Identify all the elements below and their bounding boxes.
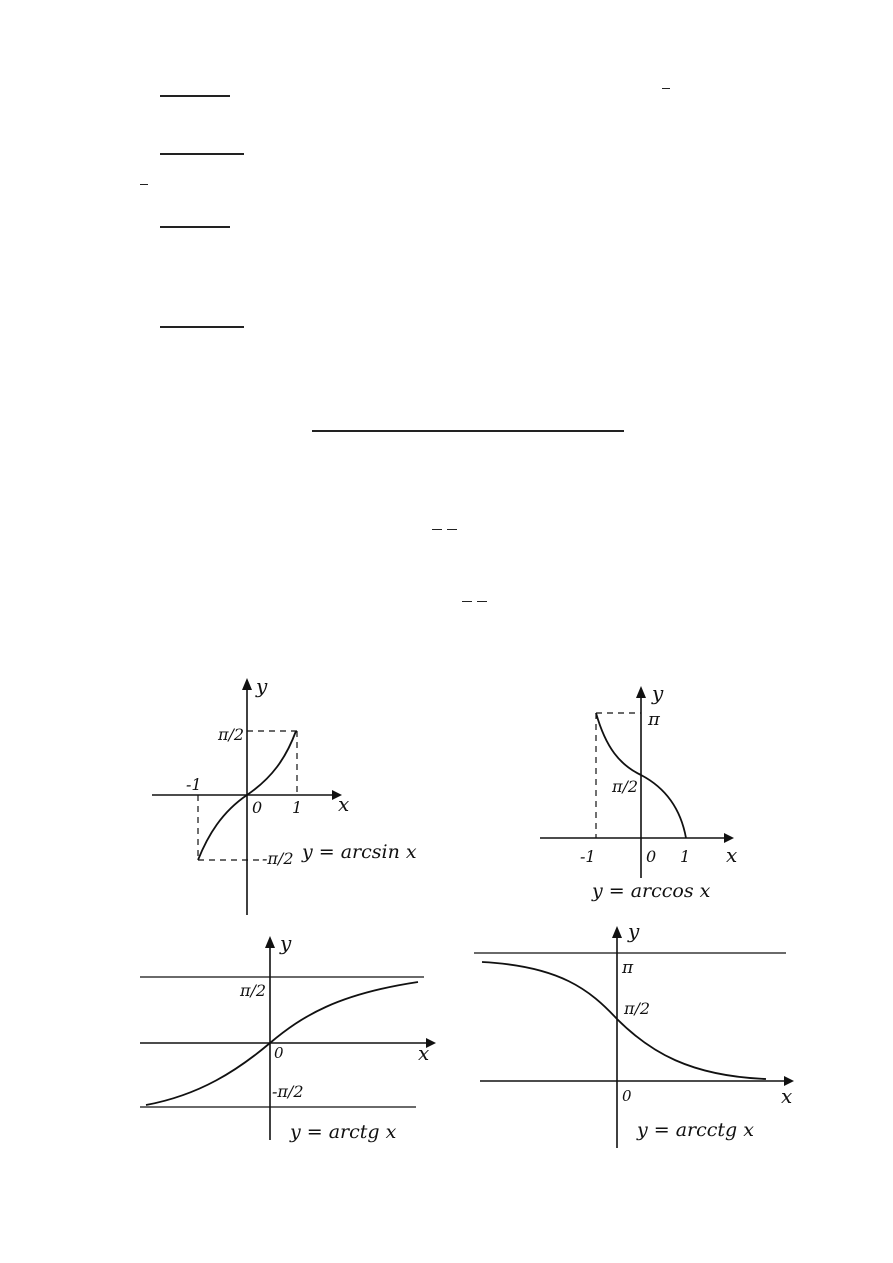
underline-4 [160, 326, 244, 328]
arcctg-caption: y = arcctg x [636, 1119, 754, 1141]
underline-1 [160, 95, 230, 97]
arcsin-x-arrow-icon [332, 790, 342, 800]
arctg-caption: y = arctg x [289, 1121, 397, 1143]
arccos-x-label: x [726, 843, 737, 867]
arccos-right-tick: 1 [680, 847, 690, 866]
arccos-mid-label: π/2 [611, 777, 638, 796]
arctg-x-arrow-icon [426, 1038, 436, 1048]
arcctg-x-label: x [781, 1084, 792, 1108]
arccos-left-tick: -1 [580, 847, 596, 866]
arccos-y-label: y [651, 681, 664, 705]
arctg-origin: 0 [274, 1044, 284, 1062]
arccos-caption: y = arccos x [591, 880, 711, 902]
arcsin-bottom-label: -π/2 [262, 849, 294, 868]
underline-3 [160, 226, 230, 228]
fraction-bar-6 [477, 601, 487, 602]
arcsin-curve [197, 730, 297, 861]
arcsin-caption: y = arcsin x [301, 841, 417, 863]
arccos-top-label: π [647, 709, 661, 730]
arcctg-curve [481, 961, 767, 1080]
arctg-curve [145, 981, 419, 1106]
arcsin-left-tick: -1 [186, 775, 202, 794]
fraction-bar-4 [447, 529, 457, 530]
arcsin-y-label: y [255, 674, 268, 698]
arctg-x-label: x [418, 1041, 429, 1065]
arctg-bottom-label: -π/2 [272, 1082, 304, 1101]
arccos-x-arrow-icon [724, 833, 734, 843]
arcctg-x-arrow-icon [784, 1076, 794, 1086]
arcsin-origin: 0 [252, 798, 262, 817]
arcctg-y-arrow-icon [612, 926, 622, 938]
arcctg-y-label: y [627, 919, 640, 943]
fraction-bar-2 [140, 184, 148, 185]
arcsin-right-tick: 1 [292, 798, 302, 817]
arcsin-top-label: π/2 [217, 725, 244, 744]
fraction-bar-1 [662, 88, 670, 89]
arcctg-origin: 0 [622, 1087, 632, 1105]
arcsin-x-label: x [338, 792, 349, 816]
arcctg-top-label: π [621, 958, 634, 978]
arctg-top-label: π/2 [239, 981, 266, 1000]
fraction-bar-5 [462, 601, 472, 602]
arcsin-y-arrow-icon [242, 678, 252, 690]
fraction-bar-3 [432, 529, 442, 530]
arccos-y-arrow-icon [636, 686, 646, 698]
arcctg-mid-label: π/2 [623, 999, 650, 1018]
long-underline [312, 430, 624, 432]
arccos-origin: 0 [646, 847, 656, 866]
arctg-y-arrow-icon [265, 936, 275, 948]
arccos-curve [595, 712, 687, 839]
arctg-y-label: y [279, 931, 292, 955]
underline-2 [160, 153, 244, 155]
